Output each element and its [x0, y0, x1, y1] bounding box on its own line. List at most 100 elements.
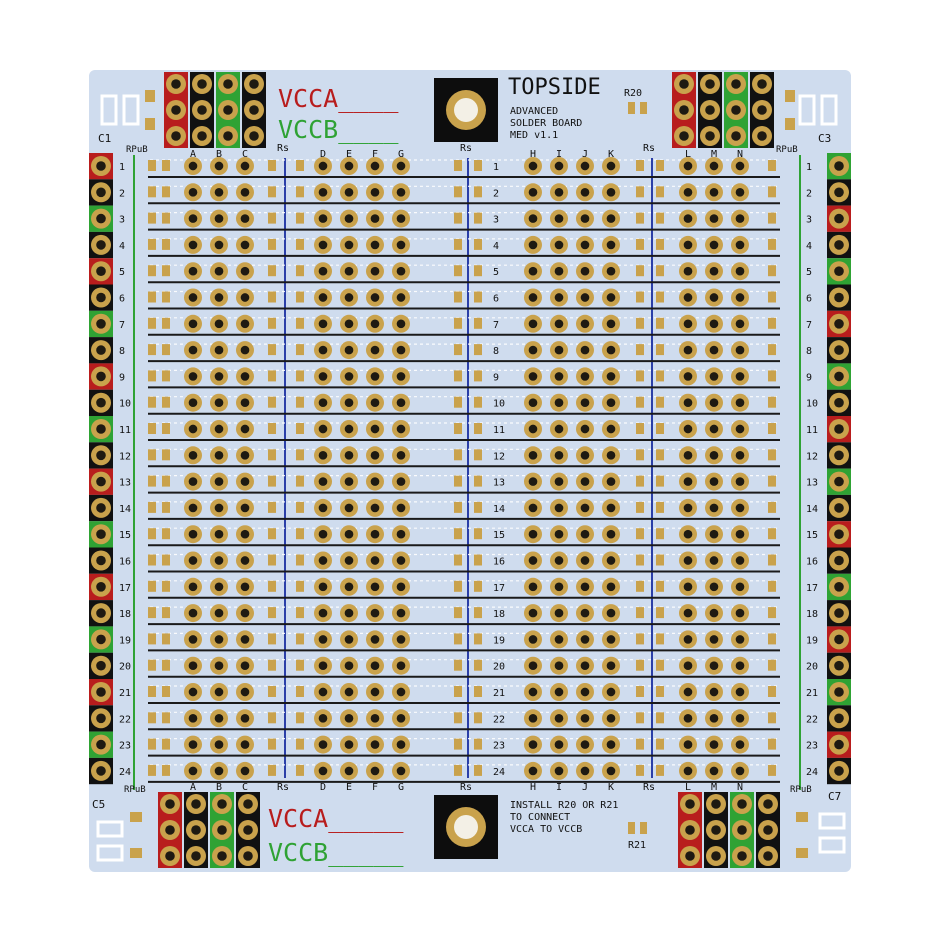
pad-1-0-14-drill — [318, 529, 328, 539]
pad-0-1-6-drill — [214, 319, 224, 329]
pad-1-1-5-drill — [344, 293, 354, 302]
pad-0-0-22-drill — [188, 740, 198, 749]
pad-1-2-1-drill — [370, 187, 380, 197]
pad-1-3-1-drill — [396, 187, 406, 197]
rail-pad-22-3 — [296, 738, 304, 750]
pad-2-2-14-drill — [580, 529, 590, 539]
pad-1-1-0-drill — [344, 161, 354, 171]
side-right-pad-11-drill — [834, 450, 844, 461]
pad-2-3-1-drill — [606, 187, 616, 197]
pad-2-3-6-drill — [606, 319, 616, 329]
pad-2-3-21-drill — [606, 713, 616, 723]
pad-3-1-16-drill — [709, 582, 719, 592]
rail-pad-7-5 — [474, 344, 482, 356]
pad-3-2-10-drill — [735, 424, 745, 434]
rail-pad-0-6 — [636, 160, 644, 171]
vcca-label-bottom: VCCA_____ — [268, 804, 404, 833]
rail-pad-1-2 — [268, 186, 276, 198]
pad-1-3-13-drill — [396, 503, 406, 513]
pad-1-3-9-drill — [396, 398, 406, 408]
rail-pad-22-4 — [454, 738, 462, 750]
col-e-top: E — [346, 149, 352, 160]
pad-2-1-18-drill — [554, 635, 564, 644]
side-left-pad-17-drill — [96, 608, 106, 618]
col-n-top: N — [737, 149, 743, 160]
row-number-right-23: 23 — [806, 741, 818, 752]
rail-pad-22-0 — [148, 738, 156, 750]
rail-pad-14-8 — [768, 528, 776, 540]
rail-pad-13-1 — [162, 501, 170, 513]
row-number-mid-7: 7 — [493, 320, 499, 331]
header-bottom-pad-1-1-drill — [191, 825, 201, 835]
rail-pad-21-1 — [162, 712, 170, 724]
rail-pad-8-6 — [636, 370, 644, 382]
row-number-mid-6: 6 — [493, 294, 499, 305]
rail-pad-7-2 — [268, 344, 276, 356]
header-bottom-pad-5-0-drill — [711, 799, 721, 809]
pad-3-0-19-drill — [683, 661, 693, 671]
subtitle-line-2: SOLDER BOARD — [510, 118, 582, 129]
header-top-pad-2-0-drill — [223, 79, 233, 89]
rail-pad-14-6 — [636, 528, 644, 540]
side-right-pad-2-drill — [834, 213, 844, 224]
pad-1-0-17-drill — [318, 608, 328, 618]
pad-2-3-5-drill — [606, 293, 616, 302]
pad-3-1-7-drill — [709, 345, 719, 355]
rs-label-3-bottom: Rs — [643, 782, 655, 793]
side-left-pad-6-drill — [96, 319, 106, 329]
pad-1-2-9-drill — [370, 398, 380, 408]
pad-1-2-6-drill — [370, 319, 380, 329]
side-right-pad-21-drill — [834, 713, 844, 724]
rail-pad-23-3 — [296, 764, 304, 776]
rail-pad-10-5 — [474, 423, 482, 434]
rail-pad-5-4 — [454, 291, 462, 303]
header-bottom-pad-0-2-drill — [165, 851, 175, 861]
pad-3-1-2-drill — [709, 214, 719, 223]
rail-pad-10-0 — [148, 423, 156, 434]
header-top-pad-4-0-drill — [679, 79, 689, 89]
pad-2-3-4-drill — [606, 266, 616, 276]
row-number-left-5: 5 — [119, 267, 125, 278]
pad-0-1-8-drill — [214, 372, 224, 381]
side-right-pad-19-drill — [834, 660, 844, 671]
rail-pad-2-4 — [454, 212, 462, 224]
rail-pad-22-5 — [474, 738, 482, 750]
pad-3-0-22-drill — [683, 740, 693, 749]
r21-pad-a — [628, 822, 635, 834]
pad-1-3-8-drill — [396, 372, 406, 381]
pad-3-0-2-drill — [683, 214, 693, 223]
pad-2-1-19-drill — [554, 661, 564, 671]
header-bottom-pad-6-2-drill — [737, 851, 747, 861]
rail-pad-0-4 — [454, 160, 462, 171]
pad-3-0-15-drill — [683, 556, 693, 565]
header-bottom-pad-6-1-drill — [737, 825, 747, 835]
pad-2-2-1-drill — [580, 187, 590, 197]
row-number-right-24: 24 — [806, 767, 818, 778]
rail-pad-9-6 — [636, 396, 644, 408]
pad-2-1-0-drill — [554, 161, 564, 171]
rail-pad-11-8 — [768, 449, 776, 461]
side-left-pad-20-drill — [96, 687, 106, 697]
rail-pad-13-4 — [454, 501, 462, 513]
side-left-pad-22-drill — [96, 739, 106, 750]
rail-pad-16-6 — [636, 580, 644, 592]
pad-1-1-12-drill — [344, 477, 354, 486]
side-right-pad-8-drill — [834, 371, 844, 382]
rail-pad-8-7 — [656, 370, 664, 382]
header-top-pad-2-1-drill — [223, 105, 233, 115]
rail-pad-0-7 — [656, 160, 664, 171]
row-number-mid-10: 10 — [493, 399, 505, 410]
rail-pad-16-7 — [656, 580, 664, 592]
pad-2-3-16-drill — [606, 582, 616, 592]
pad-2-2-20-drill — [580, 687, 590, 697]
rail-pad-4-5 — [474, 265, 482, 277]
pad-0-0-14-drill — [188, 529, 198, 539]
rail-pad-17-6 — [636, 607, 644, 619]
rail-pad-15-8 — [768, 554, 776, 566]
rail-pad-14-4 — [454, 528, 462, 540]
rail-pad-4-3 — [296, 265, 304, 277]
pad-1-3-17-drill — [396, 608, 406, 618]
row-number-left-1: 1 — [119, 162, 125, 173]
rail-pad-3-2 — [268, 238, 276, 250]
row-number-left-10: 10 — [119, 399, 131, 410]
